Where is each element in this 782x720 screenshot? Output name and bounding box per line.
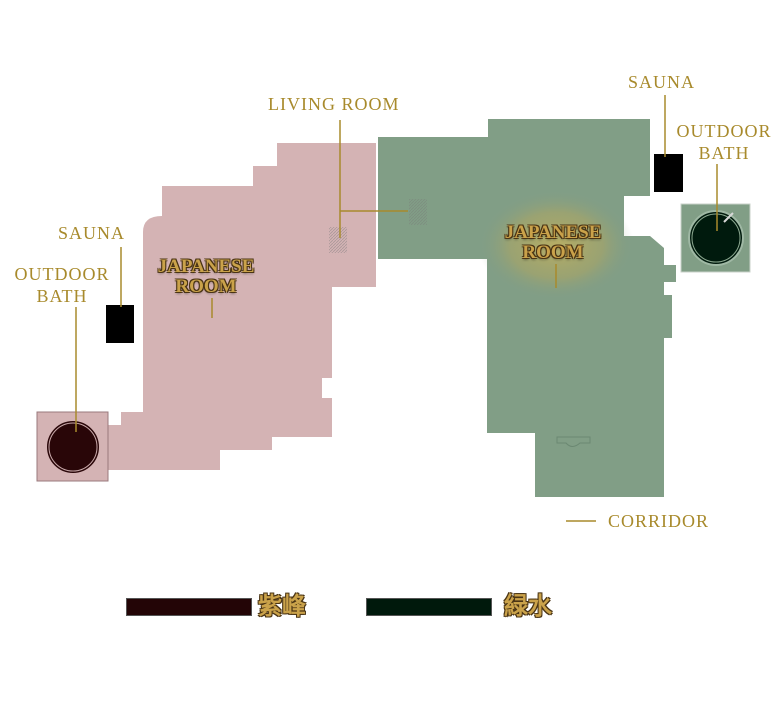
- shihou-unit: [36, 143, 376, 482]
- japanese-room-right-label: JAPANESE ROOM: [493, 223, 613, 263]
- outdoor-bath-left-tub: [45, 419, 101, 475]
- japanese-room-left-label-text: JAPANESE ROOM: [157, 256, 255, 297]
- sauna-right: [654, 154, 683, 192]
- leader-lines: [75, 95, 718, 522]
- japanese-room-right-label-text: JAPANESE ROOM: [504, 222, 602, 263]
- outdoor-bath-right-label-text: OUTDOOR BATH: [676, 121, 772, 163]
- ryokusui-floor-area: [378, 119, 676, 497]
- sauna-right-label: SAUNA: [628, 72, 696, 92]
- outdoor-bath-left-label-text: OUTDOOR BATH: [14, 264, 110, 306]
- ryokusui-unit: [378, 119, 751, 497]
- corridor-label: CORRIDOR: [608, 511, 710, 531]
- shihou-floor-area: [108, 143, 376, 470]
- legend-label-ryokusui: 緑水: [504, 591, 552, 620]
- sauna-left-label: SAUNA: [58, 223, 126, 243]
- legend-label-shihou: 紫峰: [258, 591, 306, 620]
- japanese-room-left-label: JAPANESE ROOM: [146, 257, 266, 297]
- outdoor-bath-right-label: OUTDOOR BATH: [668, 120, 780, 164]
- outdoor-bath-left-label: OUTDOOR BATH: [8, 263, 116, 307]
- sauna-left: [106, 305, 134, 343]
- outdoor-bath-right-tub: [688, 210, 744, 266]
- legend-swatch-shihou: [126, 598, 252, 616]
- living-room-label: LIVING ROOM: [268, 94, 400, 114]
- legend-swatch-ryokusui: [366, 598, 492, 616]
